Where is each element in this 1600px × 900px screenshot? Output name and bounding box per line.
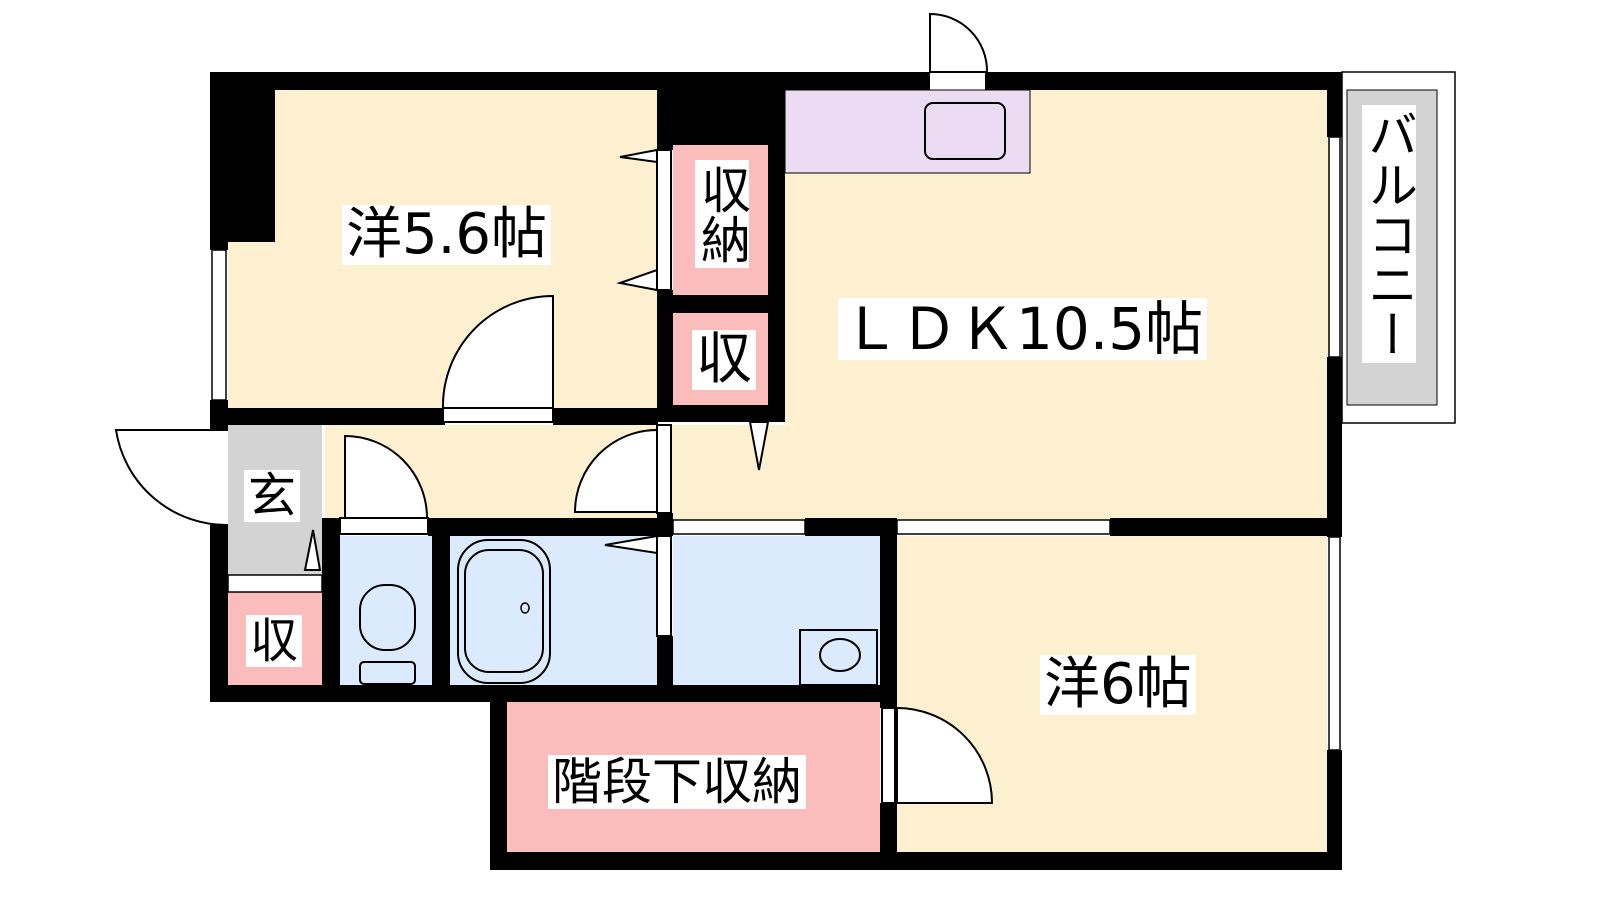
main-door-arc [929,12,989,73]
toilet-icon [359,584,416,651]
room-label-western-2: 洋6帖 [1040,655,1196,715]
room-label-ldk: ＬＤＫ10.5帖 [838,298,1208,360]
room-label-balcony: バルコニー [1360,105,1418,363]
room-label-closet-1: 収納 [693,160,751,268]
bathtub-icon [457,539,551,684]
room-label-closet-3: 収 [246,615,303,667]
room-label-western-1: 洋5.6帖 [342,205,552,265]
windows [211,136,1341,751]
room-label-closet-2: 収 [692,330,756,390]
doors [114,12,994,804]
room-label-entrance: 玄 [244,470,301,522]
room-label-under-stairs: 階段下収納 [548,755,806,809]
sink-icon [924,102,1006,160]
walls [210,72,1342,870]
